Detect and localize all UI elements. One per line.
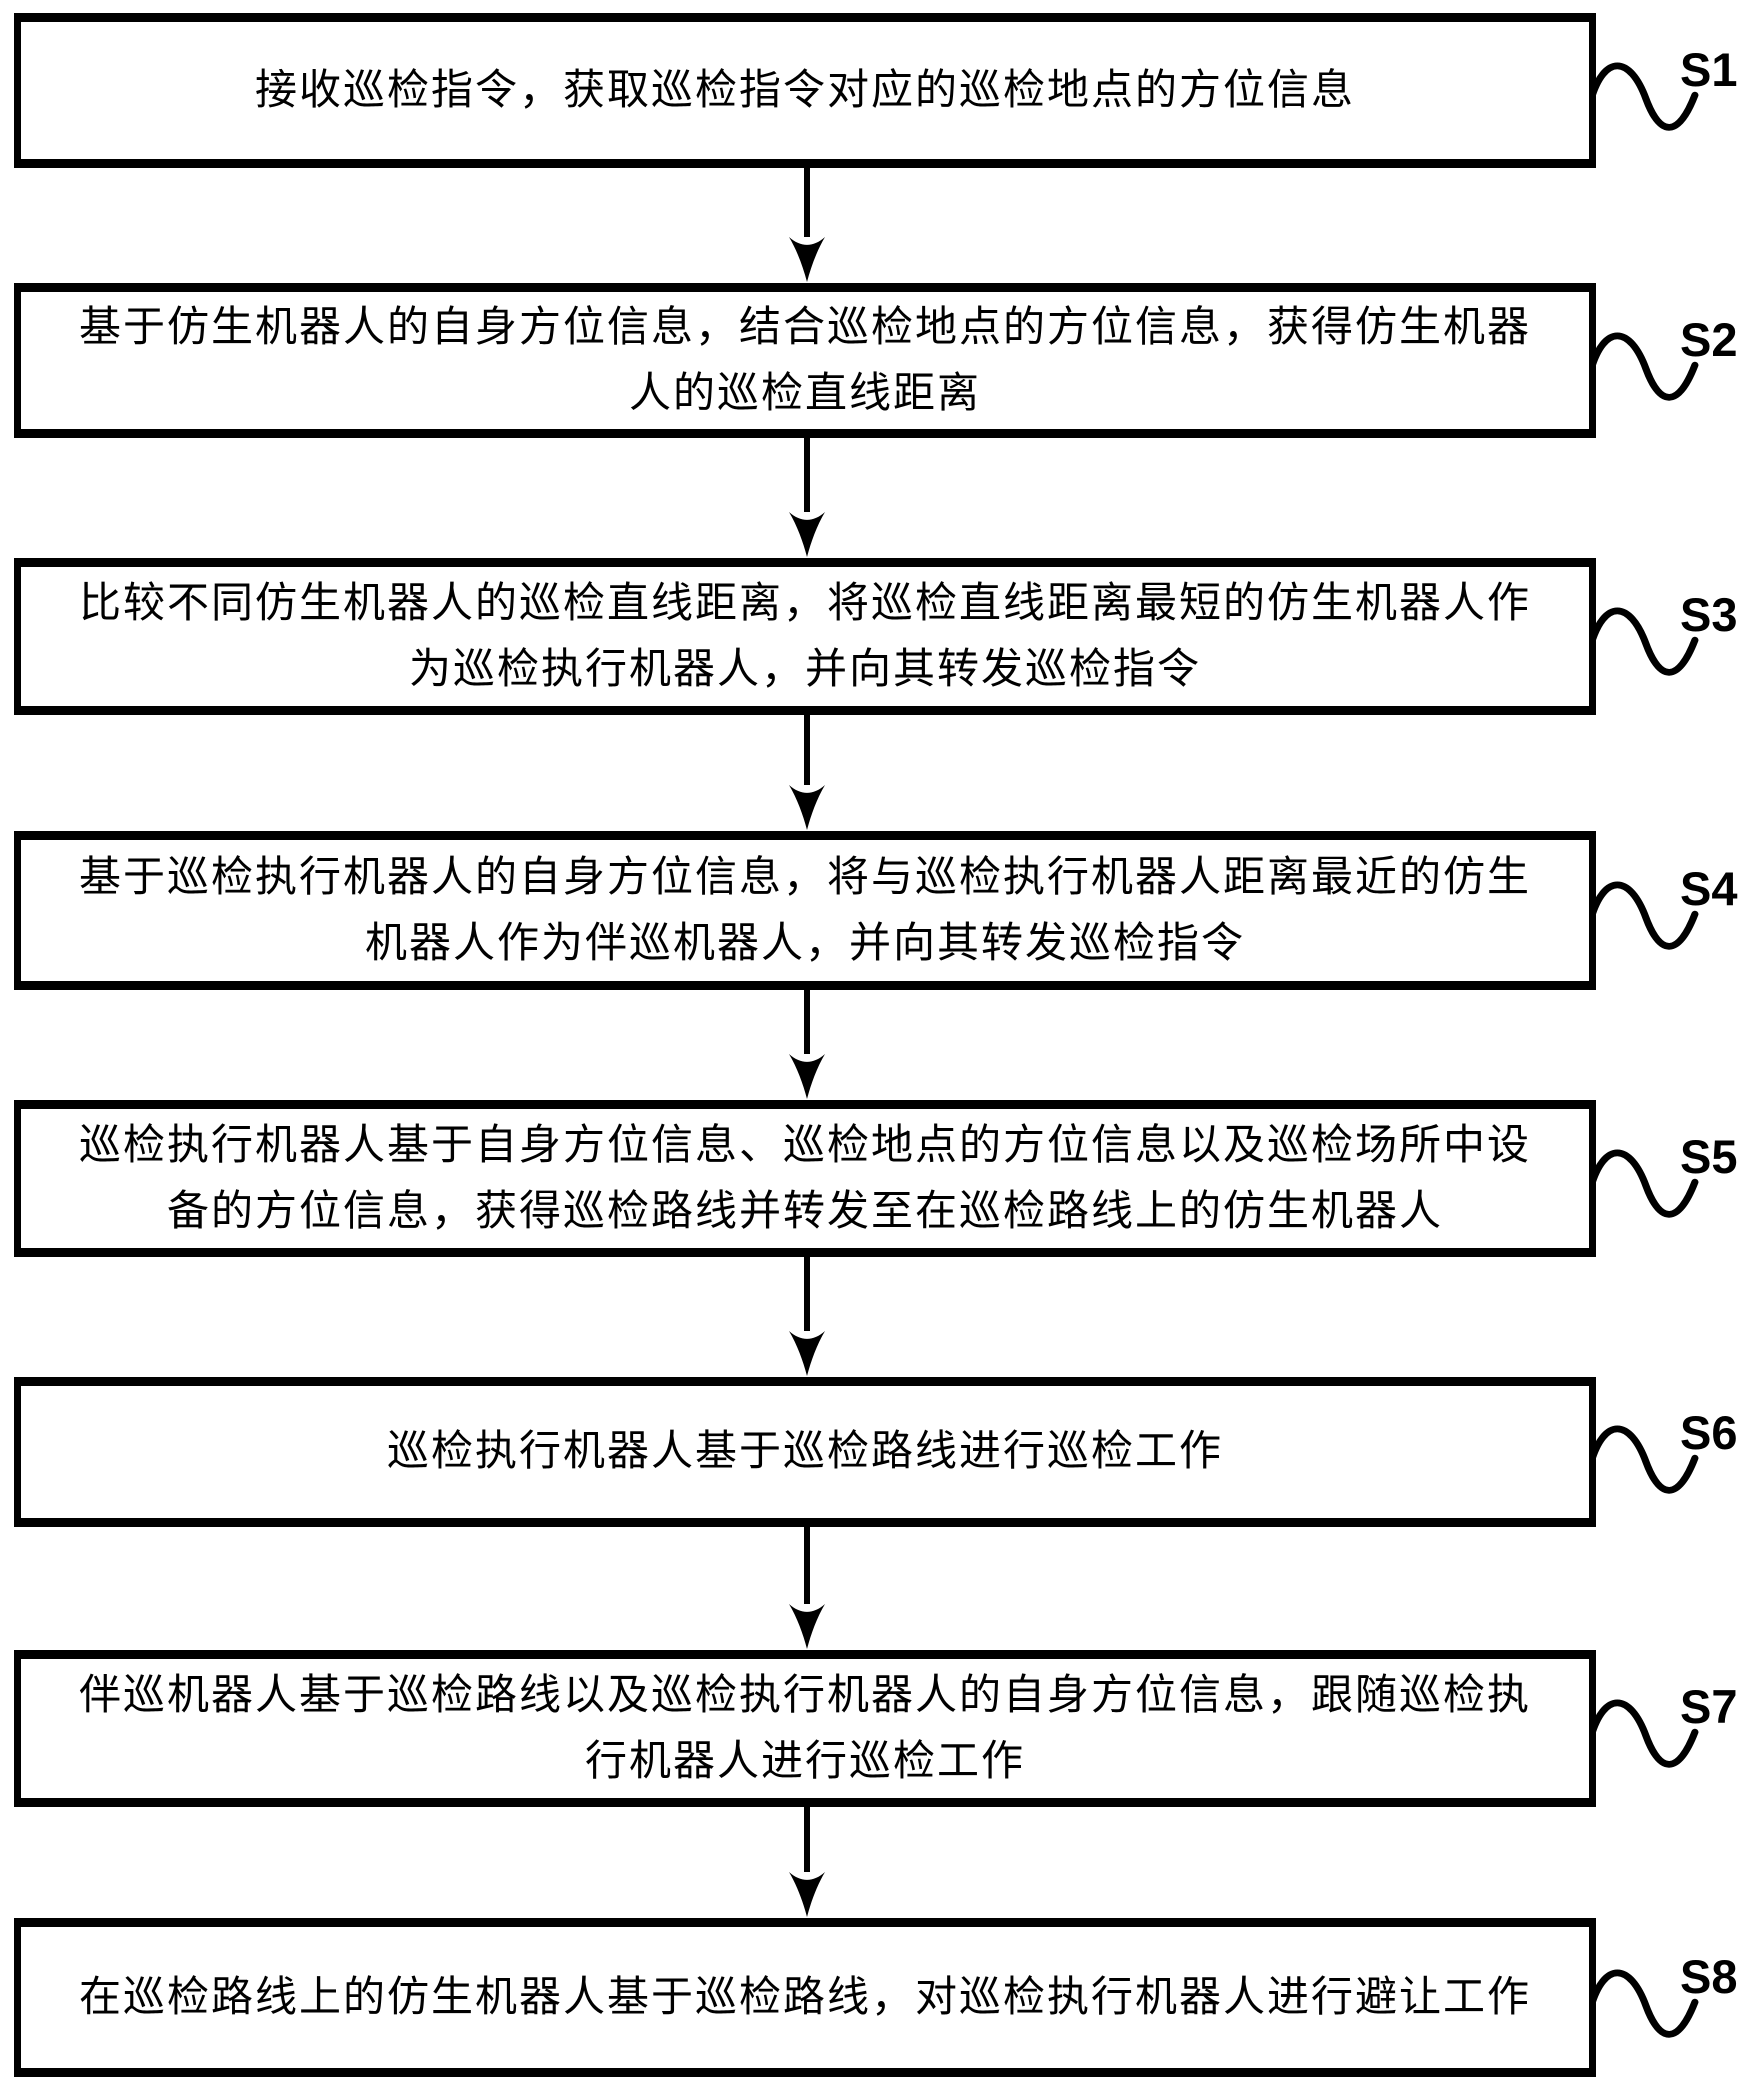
step-text-s7: 伴巡机器人基于巡检路线以及巡检执行机器人的自身方位信息，跟随巡检执行机器人进行巡… (78, 1672, 1531, 1785)
flow-arrow-7 (789, 1807, 825, 1918)
step-text-s2: 基于仿生机器人的自身方位信息，结合巡检地点的方位信息，获得仿生机器人的巡检直线距… (78, 304, 1531, 417)
arrow-line (804, 168, 810, 237)
arrow-head-icon (789, 1604, 825, 1650)
step-box-s2: 基于仿生机器人的自身方位信息，结合巡检地点的方位信息，获得仿生机器人的巡检直线距… (14, 283, 1596, 438)
step-label-s8: S8 (1680, 1950, 1738, 2003)
step-box-s7: 伴巡机器人基于巡检路线以及巡检执行机器人的自身方位信息，跟随巡检执行机器人进行巡… (14, 1650, 1596, 1807)
arrow-head-icon (789, 1331, 825, 1377)
step-box-s8: 在巡检路线上的仿生机器人基于巡检路线，对巡检执行机器人进行避让工作 (14, 1918, 1596, 2077)
arrow-head-icon (789, 785, 825, 831)
squiggle-connector-s1 (1589, 62, 1699, 131)
step-box-s4: 基于巡检执行机器人的自身方位信息，将与巡检执行机器人距离最近的仿生机器人作为伴巡… (14, 831, 1596, 990)
step-label-s6: S6 (1680, 1406, 1738, 1459)
squiggle-connector-s5 (1589, 1149, 1699, 1218)
step-label-s3: S3 (1680, 588, 1738, 641)
step-box-s5: 巡检执行机器人基于自身方位信息、巡检地点的方位信息以及巡检场所中设备的方位信息，… (14, 1100, 1596, 1257)
step-text-s8: 在巡检路线上的仿生机器人基于巡检路线，对巡检执行机器人进行避让工作 (78, 1974, 1531, 2021)
step-text-s5: 巡检执行机器人基于自身方位信息、巡检地点的方位信息以及巡检场所中设备的方位信息，… (78, 1122, 1531, 1235)
step-text-s3: 比较不同仿生机器人的巡检直线距离，将巡检直线距离最短的仿生机器人作为巡检执行机器… (78, 580, 1531, 693)
step-box-s1: 接收巡检指令，获取巡检指令对应的巡检地点的方位信息 (14, 13, 1596, 168)
arrow-head-icon (789, 1872, 825, 1918)
arrow-line (804, 1807, 810, 1872)
step-label-s1: S1 (1680, 43, 1738, 96)
arrow-line (804, 1527, 810, 1604)
flow-arrow-3 (789, 715, 825, 831)
step-label-s2: S2 (1680, 313, 1738, 366)
step-label-s5: S5 (1680, 1130, 1738, 1183)
squiggle-connector-s2 (1589, 332, 1699, 401)
step-text-s4: 基于巡检执行机器人的自身方位信息，将与巡检执行机器人距离最近的仿生机器人作为伴巡… (78, 854, 1531, 967)
step-label-s4: S4 (1680, 862, 1738, 915)
squiggle-connector-s6 (1589, 1425, 1699, 1494)
flow-arrow-2 (789, 438, 825, 558)
arrow-line (804, 438, 810, 512)
flow-arrow-4 (789, 990, 825, 1100)
arrow-head-icon (789, 512, 825, 558)
arrow-head-icon (789, 1054, 825, 1100)
flow-arrow-5 (789, 1257, 825, 1377)
arrow-line (804, 1257, 810, 1331)
step-text-s6: 巡检执行机器人基于巡检路线进行巡检工作 (386, 1429, 1223, 1475)
flow-arrow-6 (789, 1527, 825, 1650)
step-box-s6: 巡检执行机器人基于巡检路线进行巡检工作 (14, 1377, 1596, 1527)
squiggle-connector-s3 (1589, 607, 1699, 676)
squiggle-connector-s4 (1589, 881, 1699, 950)
squiggle-connector-s8 (1589, 1969, 1699, 2038)
flow-arrow-1 (789, 168, 825, 283)
squiggle-connector-s7 (1589, 1699, 1699, 1768)
step-text-s1: 接收巡检指令，获取巡检指令对应的巡检地点的方位信息 (254, 67, 1355, 114)
step-label-s7: S7 (1680, 1680, 1738, 1733)
arrow-line (804, 715, 810, 785)
step-box-s3: 比较不同仿生机器人的巡检直线距离，将巡检直线距离最短的仿生机器人作为巡检执行机器… (14, 558, 1596, 715)
arrow-head-icon (789, 237, 825, 283)
arrow-line (804, 990, 810, 1054)
